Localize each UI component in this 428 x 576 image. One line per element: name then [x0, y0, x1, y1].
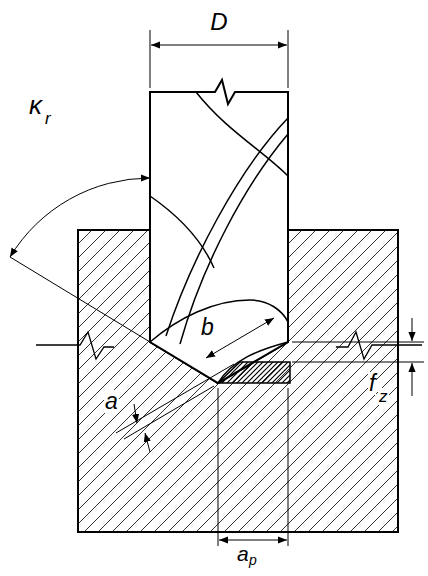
- dimension-label: a: [104, 390, 119, 413]
- dimension-a: [116, 364, 234, 452]
- dimension-label: b: [200, 316, 215, 339]
- break-line: [336, 332, 422, 359]
- drill: [150, 80, 288, 383]
- angle-kappa: [10, 178, 150, 342]
- dimension-b: [206, 318, 274, 358]
- dimension-label: f: [368, 372, 376, 395]
- dimension-d: [150, 30, 288, 88]
- dimension-subscript: p: [248, 553, 258, 567]
- angle-label: κ: [28, 92, 43, 118]
- chip-section: [218, 362, 290, 383]
- drill-flutes: [150, 92, 288, 383]
- angle-subscript: r: [44, 110, 52, 127]
- dimension-fz: [292, 318, 424, 396]
- break-line: [36, 332, 114, 359]
- dimension-label: D: [209, 10, 228, 34]
- dimension-ap: [218, 388, 288, 546]
- dimension-subscript: z: [378, 388, 389, 405]
